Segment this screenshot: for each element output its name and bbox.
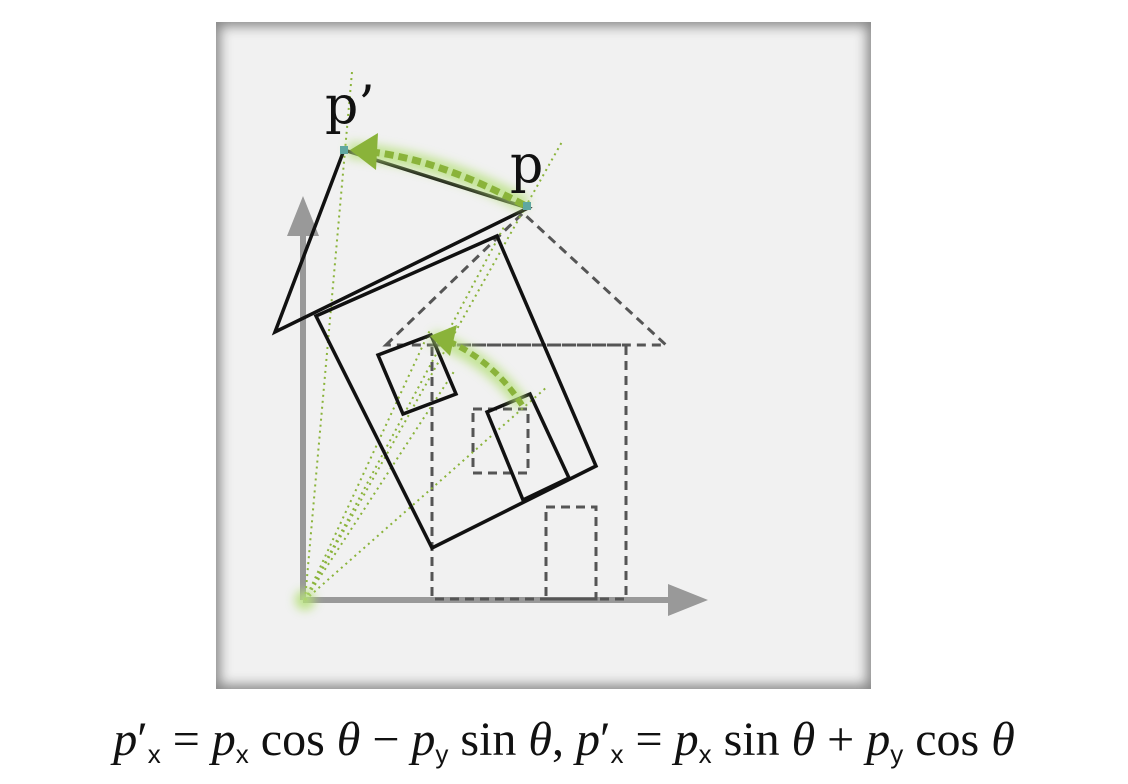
guide-line [304,369,456,601]
rotation-formula: p′x = px cos θ − py sin θ, p′x = px sin … [0,700,1128,780]
original-house [382,210,670,601]
rotated-house-roof [271,147,533,336]
guide-lines [304,71,564,601]
formula-term-px-prime: p′x [113,713,161,769]
origin-marker [295,590,315,610]
rotation-arrow-top [371,148,526,209]
guide-line [304,139,564,601]
rotation-arrow-top-head [350,133,378,170]
arrow-right-icon [668,584,708,616]
rotated-house-body [313,233,599,551]
point-p-label: p [510,135,543,195]
point-p-prime-label: p’ [325,76,375,136]
guide-line [304,329,431,601]
figure-frame [216,22,871,689]
curved-arrow-icon [347,133,530,213]
rotated-house-window [375,332,459,417]
point-p-prime-marker [340,146,348,154]
formula-term-py-prime: p′x [576,713,624,769]
guide-line [304,385,549,601]
rotation-arrow-bottom-head [430,325,457,356]
original-house-door [544,505,598,601]
original-house-body [430,343,628,601]
guide-line [304,224,506,601]
arrow-up-icon [287,196,319,236]
rotated-house [271,147,599,551]
curved-arrow-icon [429,325,528,409]
guide-line [304,71,353,601]
point-p-marker [523,202,531,210]
original-house-roof [382,210,670,347]
